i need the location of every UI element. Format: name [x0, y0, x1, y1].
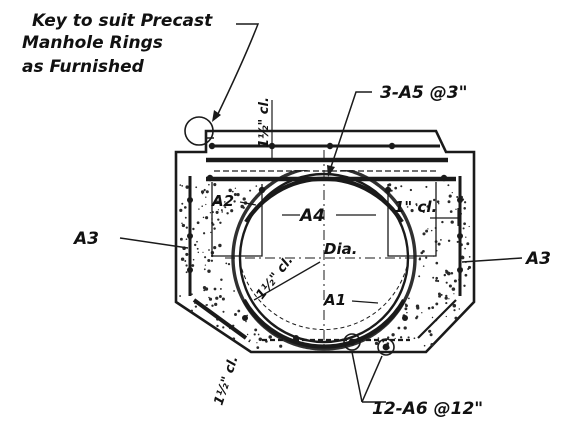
a1-bar-label: A1	[323, 291, 346, 309]
a4-bar-label: A4	[298, 206, 325, 226]
key-note-line-2: Manhole Rings	[22, 33, 163, 53]
clear-cover-bottom-label: 1½" cl.	[212, 354, 242, 407]
clear-cover-top-label: 1½" cl.	[257, 97, 272, 148]
a6-bar-label: 12-A6 @12"	[372, 399, 483, 419]
key-note-line-1: Key to suit Precast	[32, 11, 213, 31]
key-detail-circle	[184, 116, 214, 146]
concrete-aggregate-texture	[179, 183, 472, 349]
a5-bar-label: 3-A5 @3"	[380, 83, 467, 103]
a6-bars	[343, 333, 395, 356]
a2-bar-label: A2	[211, 192, 234, 210]
key-note-line-3: as Furnished	[22, 57, 145, 77]
a3-left-label: A3	[72, 229, 99, 249]
leader-lines	[119, 23, 523, 403]
centre-lines	[225, 150, 425, 350]
clear-cover-diagonal-label: 1½" cl.	[253, 253, 296, 302]
a3-right-label: A3	[524, 249, 551, 269]
clear-cover-right-label: 1" cl.	[394, 198, 437, 216]
diameter-label: Dia.	[324, 240, 357, 258]
